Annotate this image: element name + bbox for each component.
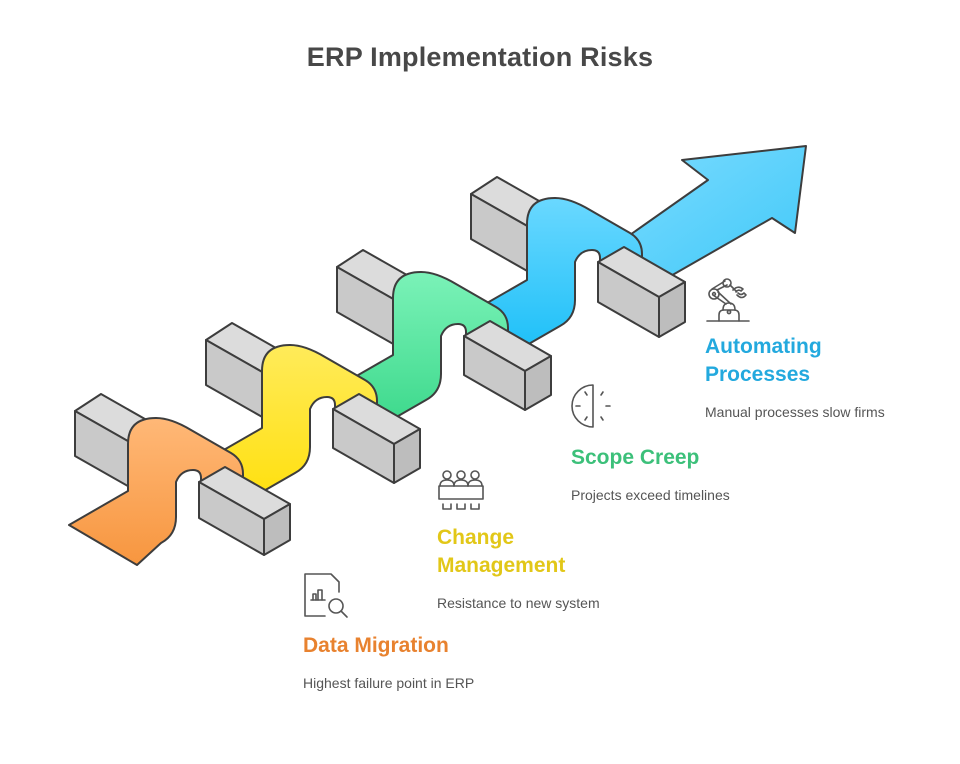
step-heading: Change Management [437, 524, 600, 580]
beam-3-front [463, 320, 552, 411]
step-heading-line-1: Change [437, 526, 515, 549]
step-heading-line-2: Processes [705, 363, 811, 386]
step-automating-processes: Automating Processes Manual processes sl… [705, 277, 885, 421]
step-heading-line-2: Management [437, 554, 566, 577]
diagram-title: ERP Implementation Risks [306, 42, 654, 72]
step-description: Manual processes slow firms [705, 404, 885, 420]
robot-arm-icon [706, 278, 750, 322]
step-change-management: Change Management Resistance to new syst… [437, 466, 600, 612]
people-group-icon [438, 470, 484, 510]
step-heading: Automating Processes [705, 333, 885, 389]
step-heading: Scope Creep [571, 446, 700, 469]
step-description: Resistance to new system [437, 595, 600, 611]
step-heading: Data Migration [303, 634, 449, 657]
beam-4-front [597, 246, 686, 338]
step-heading-line-1: Automating [705, 335, 822, 358]
arrow-head [599, 145, 807, 286]
step-scope-creep: Scope Creep Projects exceed timelines [571, 382, 730, 504]
half-clock-icon [571, 384, 611, 428]
beam-2-front [332, 393, 421, 484]
beam-1-front [198, 466, 291, 556]
step-description: Highest failure point in ERP [303, 675, 475, 691]
step-data-migration: Data Migration Highest failure point in … [303, 572, 474, 692]
step-description: Projects exceed timelines [571, 487, 730, 503]
document-chart-search-icon [304, 573, 348, 618]
